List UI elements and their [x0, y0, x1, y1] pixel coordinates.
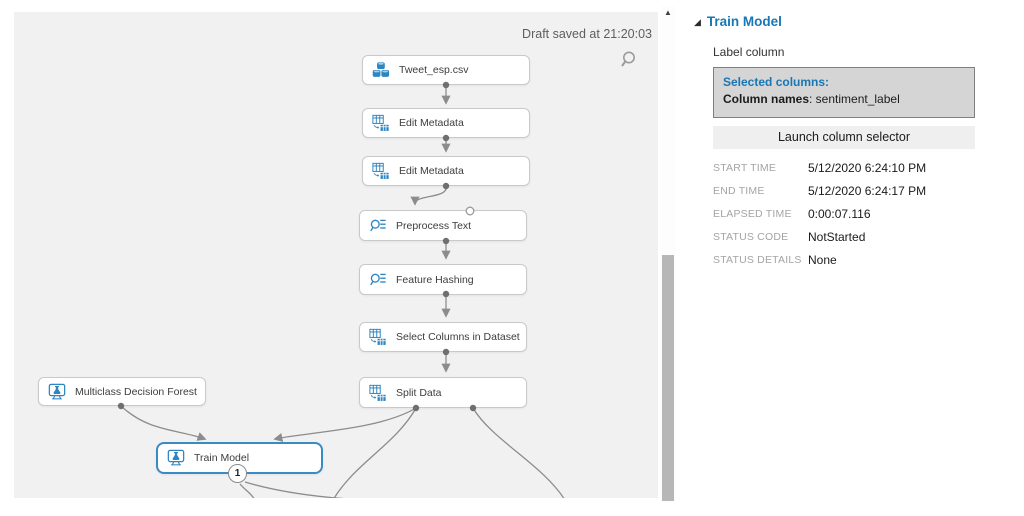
draft-saved-status: Draft saved at 21:20:03 [522, 27, 652, 41]
status-label: STATUS CODE [713, 230, 789, 243]
status-value: 0:00:07.116 [808, 206, 871, 221]
status-value: 5/12/2020 6:24:17 PM [808, 183, 927, 198]
node-tweet-esp-csv[interactable]: Tweet_esp.csv [362, 55, 530, 85]
selected-columns-heading: Selected columns: [723, 75, 830, 89]
vertical-scrollbar[interactable]: ▲ [661, 6, 675, 503]
status-label: END TIME [713, 184, 765, 197]
node-label: Edit Metadata [399, 165, 464, 177]
column-names-line: Column names: sentiment_label [723, 91, 965, 108]
text-analytics-icon [370, 273, 386, 285]
table-transform-icon [369, 384, 386, 401]
node-label: Train Model [194, 452, 250, 464]
column-names-value: : sentiment_label [809, 92, 900, 107]
status-value: 5/12/2020 6:24:10 PM [808, 160, 927, 175]
node-select-columns[interactable]: Select Columns in Dataset [359, 322, 527, 352]
launch-column-selector-button[interactable]: Launch column selector [713, 125, 975, 149]
model-icon [48, 383, 66, 399]
node-preprocess-text[interactable]: Preprocess Text [359, 210, 527, 241]
magnifier-icon [621, 51, 635, 67]
expander-icon: ◢ [694, 17, 701, 27]
node-label: Select Columns in Dataset [396, 331, 520, 343]
node-label: Preprocess Text [396, 219, 472, 232]
properties-panel: ◢ Train Model Label column Selected colu… [694, 14, 994, 267]
status-label: STATUS DETAILS [713, 253, 802, 266]
node-label: Edit Metadata [399, 117, 464, 129]
node-label: Multiclass Decision Forest [75, 385, 197, 398]
table-transform-icon [372, 114, 389, 131]
node-label: Tweet_esp.csv [399, 64, 469, 76]
panel-title: Train Model [706, 14, 782, 29]
node-feature-hashing[interactable]: Feature Hashing [359, 264, 527, 295]
connection-wires [117, 81, 565, 498]
node-label: Split Data [396, 386, 442, 399]
train-model-output-port[interactable]: 1 [228, 464, 247, 483]
label-column-heading: Label column [713, 45, 785, 59]
canvas-zoom-button[interactable] [616, 48, 640, 72]
dataset-icon [372, 62, 390, 77]
table-transform-icon [372, 162, 389, 179]
node-edit-metadata-1[interactable]: Edit Metadata [362, 108, 530, 138]
node-multiclass-decision-forest[interactable]: Multiclass Decision Forest [38, 377, 206, 406]
scrollbar-thumb[interactable] [662, 255, 674, 501]
status-value: NotStarted [808, 229, 866, 244]
text-analytics-icon [370, 219, 386, 231]
node-edit-metadata-2[interactable]: Edit Metadata [362, 156, 530, 186]
experiment-canvas[interactable]: Draft saved at 21:20:03 Tweet_esp.csv [14, 12, 658, 498]
column-names-label: Column names [723, 92, 810, 107]
status-section: START TIME 5/12/2020 6:24:10 PM END TIME… [713, 161, 975, 267]
status-value: None [808, 252, 837, 267]
model-icon [167, 449, 185, 466]
table-transform-icon [369, 328, 386, 345]
scroll-up-icon[interactable]: ▲ [664, 8, 672, 17]
node-split-data[interactable]: Split Data [359, 377, 527, 408]
status-label: ELAPSED TIME [713, 207, 792, 220]
panel-section-header[interactable]: ◢ Train Model [694, 14, 994, 29]
selected-columns-box: Selected columns: Column names: sentimen… [713, 67, 975, 118]
status-label: START TIME [713, 161, 777, 174]
node-label: Feature Hashing [396, 273, 474, 286]
